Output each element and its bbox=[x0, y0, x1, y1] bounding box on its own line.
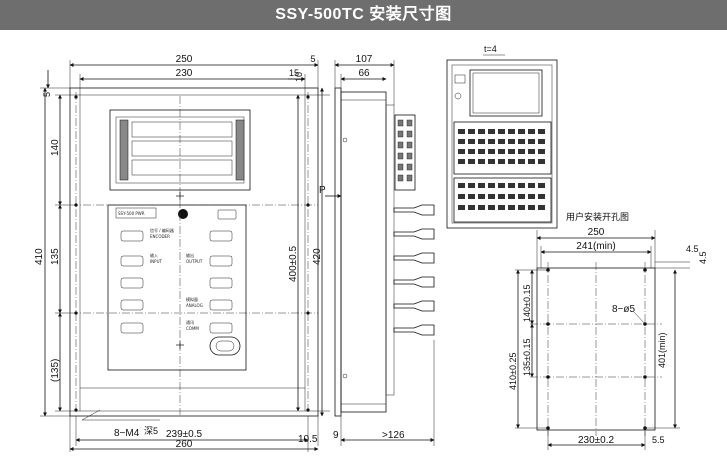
dim-15: 15 bbox=[289, 68, 299, 78]
board-label-out-en: OUTPUT bbox=[186, 259, 203, 264]
keypad-lower bbox=[453, 177, 552, 223]
board-label-in-en: INPUT bbox=[150, 259, 163, 264]
dim-9: 9 bbox=[333, 430, 339, 441]
label-t4: t=4 bbox=[484, 44, 497, 54]
oval-port bbox=[209, 336, 241, 356]
dim-66: 66 bbox=[358, 68, 370, 79]
mount-knob bbox=[178, 209, 188, 219]
cutout-dim-230: 230±0.2 bbox=[578, 435, 615, 446]
cutout-dim-401: 401(min) bbox=[657, 332, 667, 368]
dim-400: 400±0.5 bbox=[288, 245, 299, 282]
terminal-block bbox=[394, 114, 416, 191]
cutout-dim-5-5: 5.5 bbox=[652, 435, 665, 445]
dim-135-ref: (135) bbox=[50, 359, 61, 382]
board-label-com: 通讯 bbox=[186, 319, 194, 325]
cutout-dim-140: 140±0.15 bbox=[522, 285, 532, 322]
cutout-view: 用户安装开孔图 250 241(min) 4.5 4.5 401(min) bbox=[508, 211, 708, 450]
side-view: P 107 66 >126 9 bbox=[319, 54, 435, 446]
board-label-enc-en: ENCODER bbox=[150, 234, 170, 239]
front-outer-frame bbox=[69, 87, 319, 417]
panel-screen bbox=[469, 69, 543, 117]
dim-140: 140 bbox=[50, 139, 61, 156]
front-view: SSY-500 PWR 信号 / 编码器 ENCODER 输入 INPUT 输出… bbox=[34, 54, 330, 452]
dim-135: 135 bbox=[50, 248, 61, 265]
dim-410: 410 bbox=[34, 248, 45, 265]
dim-260: 260 bbox=[176, 439, 193, 450]
label-p: P bbox=[319, 185, 326, 196]
label-depth: 深5 bbox=[144, 426, 158, 436]
side-body bbox=[340, 91, 387, 413]
board-label-pwr: SSY-500 PWR bbox=[118, 211, 145, 216]
cutout-dim-4-5-b: 4.5 bbox=[698, 251, 708, 264]
cutout-dim-410: 410±0.25 bbox=[508, 353, 518, 390]
cutout-dim-241: 241(min) bbox=[576, 241, 615, 252]
board-label-ana-en: ANALOG bbox=[186, 303, 203, 308]
side-connectors bbox=[393, 204, 435, 336]
board-label-com-en: COMM bbox=[186, 326, 199, 331]
side-flange bbox=[334, 87, 342, 417]
keypad-upper bbox=[453, 121, 552, 175]
dim-10-5: 10.5 bbox=[298, 434, 318, 445]
dim-107: 107 bbox=[356, 54, 373, 65]
dim-5-top: 5 bbox=[310, 54, 315, 64]
front-inner-frame bbox=[79, 94, 306, 412]
dim-239: 239±0.5 bbox=[166, 429, 203, 440]
panel-face bbox=[446, 59, 558, 229]
dim-230: 230 bbox=[176, 68, 193, 79]
dim-10: 10 bbox=[294, 72, 304, 82]
board-label-in: 输入 bbox=[150, 252, 158, 258]
cutout-holes: 8−ø5 bbox=[612, 304, 636, 315]
board-label-enc: 信号 / 编码器 bbox=[150, 227, 174, 233]
dim-5-left: 5 bbox=[42, 92, 52, 97]
cutout-dim-4-5-a: 4.5 bbox=[686, 244, 699, 254]
dim-420: 420 bbox=[312, 248, 323, 265]
label-8m4: 8−M4 bbox=[114, 428, 140, 439]
cutout-dim-135: 135±0.15 bbox=[522, 339, 532, 376]
board-label-out: 输出 bbox=[186, 252, 194, 258]
panel-view: t=4 bbox=[446, 44, 558, 229]
dim-250: 250 bbox=[176, 54, 193, 65]
board-label-ana: 模拟量 bbox=[186, 296, 198, 302]
cutout-dim-250: 250 bbox=[588, 227, 605, 238]
dim-126: >126 bbox=[382, 430, 405, 441]
cutout-title: 用户安装开孔图 bbox=[566, 211, 629, 222]
page-title: SSY-500TC 安装尺寸图 bbox=[0, 0, 727, 30]
